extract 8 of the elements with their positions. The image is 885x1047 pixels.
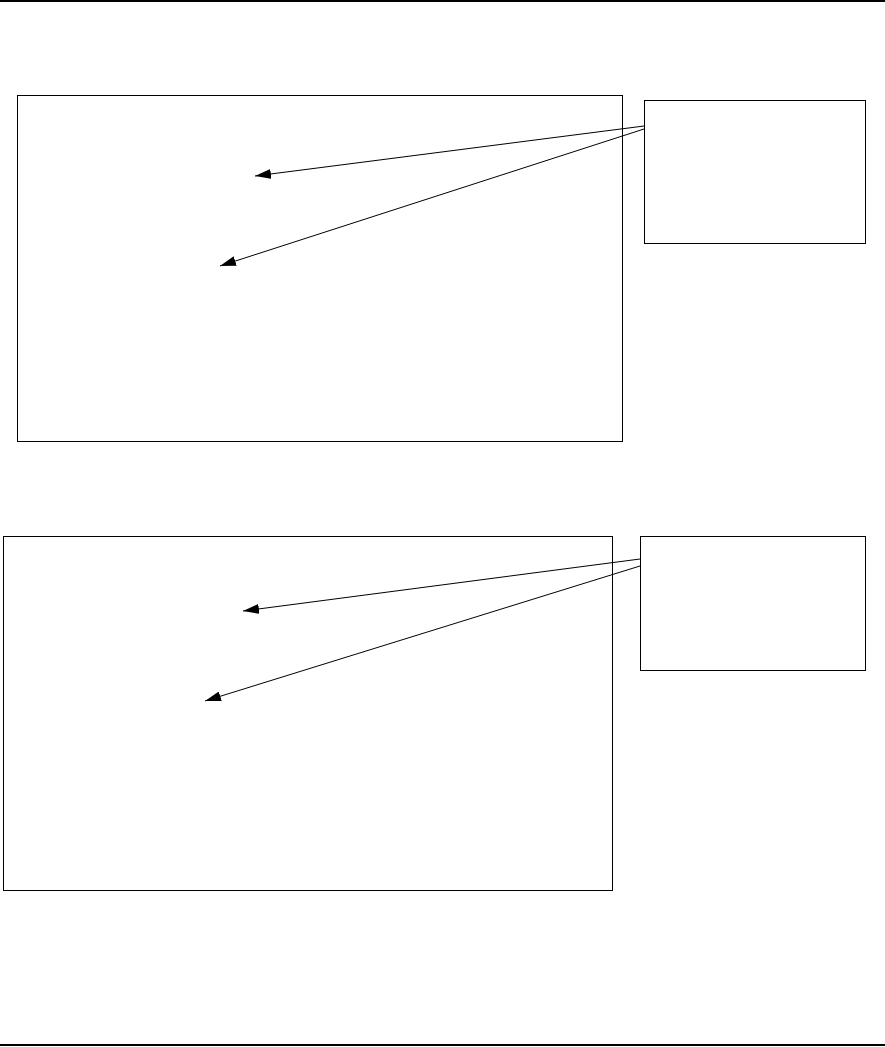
leader-arrow <box>242 558 641 614</box>
frame <box>17 95 623 442</box>
frame <box>3 536 613 891</box>
leader-arrow <box>254 125 645 179</box>
leader-arrow <box>219 128 645 267</box>
callout-box <box>644 100 866 244</box>
callout-box <box>640 536 866 671</box>
leader-arrow <box>204 565 641 702</box>
